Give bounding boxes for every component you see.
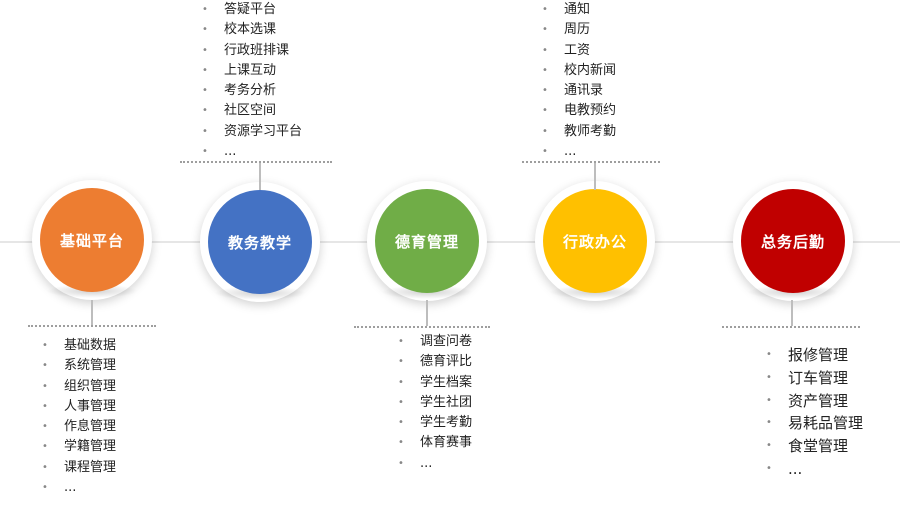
list-item: 电教预约: [540, 101, 616, 122]
list-item: 校内新闻: [540, 61, 616, 82]
module-node-moral-education[interactable]: 德育管理: [367, 181, 487, 301]
module-node-foundation[interactable]: 基础平台: [32, 180, 152, 300]
list-item: 工资: [540, 41, 616, 62]
dotted-divider: [354, 326, 490, 328]
list-item: 周历: [540, 20, 616, 41]
list-item: 组织管理: [40, 377, 116, 398]
list-item: 系统管理: [40, 356, 116, 377]
list-item: 易耗品管理: [764, 412, 863, 435]
list-item: ...: [764, 458, 863, 481]
list-item: ...: [396, 454, 472, 475]
list-item: 体育赛事: [396, 433, 472, 454]
list-item: 调查问卷: [396, 332, 472, 353]
dotted-divider: [722, 326, 860, 328]
connector-line: [791, 300, 793, 326]
list-item: 行政班排课: [200, 41, 302, 62]
list-item: 学生档案: [396, 373, 472, 394]
connector-line: [594, 163, 596, 190]
module-list-foundation: 基础数据 系统管理 组织管理 人事管理 作息管理 学籍管理 课程管理 ...: [40, 336, 116, 499]
module-list-moral-education: 调查问卷 德育评比 学生档案 学生社团 学生考勤 体育赛事 ...: [396, 332, 472, 474]
list-item: 教师考勤: [540, 122, 616, 143]
list-item: 资产管理: [764, 390, 863, 413]
list-item: 通讯录: [540, 81, 616, 102]
module-title: 德育管理: [375, 189, 479, 293]
list-item: 通知: [540, 0, 616, 21]
module-title: 总务后勤: [741, 189, 845, 293]
module-list-teaching: 答疑平台 校本选课 行政班排课 上课互动 考务分析 社区空间 资源学习平台 ..…: [200, 0, 302, 163]
list-item: 作息管理: [40, 417, 116, 438]
list-item: 订车管理: [764, 367, 863, 390]
list-item: 上课互动: [200, 61, 302, 82]
list-item: 学生社团: [396, 393, 472, 414]
module-title: 教务教学: [208, 190, 312, 294]
list-item: 课程管理: [40, 458, 116, 479]
list-item: 人事管理: [40, 397, 116, 418]
list-item: ...: [540, 142, 616, 163]
list-item: 社区空间: [200, 101, 302, 122]
list-item: 报修管理: [764, 344, 863, 367]
list-item: 学籍管理: [40, 437, 116, 458]
list-item: ...: [40, 478, 116, 499]
list-item: 德育评比: [396, 352, 472, 373]
module-node-teaching[interactable]: 教务教学: [200, 182, 320, 302]
connector-line: [91, 300, 93, 325]
module-node-logistics[interactable]: 总务后勤: [733, 181, 853, 301]
module-node-administration[interactable]: 行政办公: [535, 181, 655, 301]
dotted-divider: [28, 325, 156, 327]
module-list-logistics: 报修管理 订车管理 资产管理 易耗品管理 食堂管理 ...: [764, 344, 863, 481]
list-item: 考务分析: [200, 81, 302, 102]
module-title: 基础平台: [40, 188, 144, 292]
list-item: 基础数据: [40, 336, 116, 357]
module-title: 行政办公: [543, 189, 647, 293]
module-list-administration: 通知 周历 工资 校内新闻 通讯录 电教预约 教师考勤 ...: [540, 0, 616, 163]
connector-line: [426, 300, 428, 326]
list-item: 校本选课: [200, 20, 302, 41]
list-item: ...: [200, 142, 302, 163]
list-item: 食堂管理: [764, 435, 863, 458]
list-item: 答疑平台: [200, 0, 302, 21]
list-item: 学生考勤: [396, 413, 472, 434]
list-item: 资源学习平台: [200, 122, 302, 143]
connector-line: [259, 163, 261, 190]
